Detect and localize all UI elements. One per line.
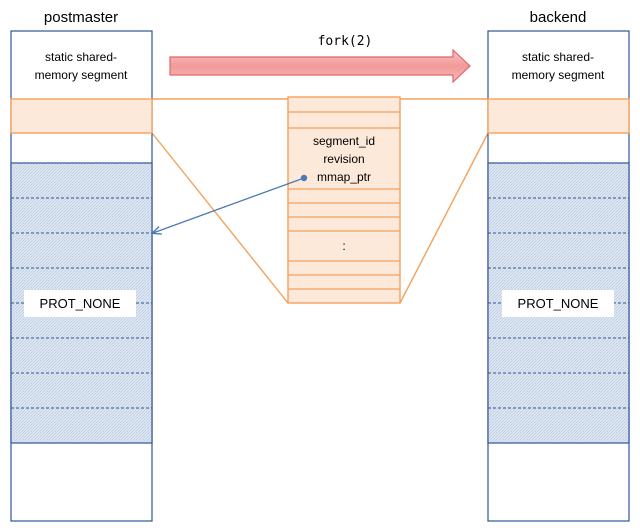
backend-segment-label-line2: memory segment [512, 68, 605, 82]
postmaster-memory-column: static shared- memory segment PROT_NONE [10, 30, 153, 522]
pointer-origin-dot [300, 174, 308, 182]
fork-arrow: fork(2) [169, 34, 471, 84]
postmaster-prot-none-label: PROT_NONE [40, 296, 121, 311]
backend-title: backend [530, 9, 587, 26]
backend-prot-none-label: PROT_NONE [518, 296, 599, 311]
postmaster-segment-label-line2: memory segment [35, 68, 128, 82]
mmap-pointer-arrow [153, 174, 308, 233]
mapping-funnel-lines [151, 98, 489, 304]
fork-arrow-label: fork(2) [318, 34, 373, 49]
postmaster-title: postmaster [44, 9, 118, 26]
backend-mapped-region [487, 98, 630, 134]
revision-field: revision [323, 152, 364, 166]
shmem-detail-table: segment_id revision mmap_ptr : [287, 96, 401, 304]
segment-id-field: segment_id [313, 134, 375, 148]
postmaster-mapped-region [10, 98, 153, 134]
mmap-ptr-field: mmap_ptr [317, 170, 371, 184]
postmaster-segment-label-line1: static shared- [45, 50, 117, 64]
table-ellipsis: : [342, 239, 345, 253]
backend-segment-label-line1: static shared- [522, 50, 594, 64]
backend-memory-column: static shared- memory segment PROT_NONE [487, 30, 630, 522]
